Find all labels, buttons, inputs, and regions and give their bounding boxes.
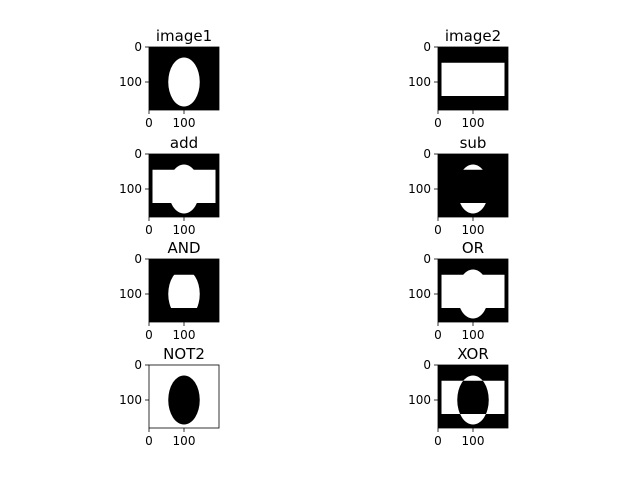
panel-add: add 0 0 100 100 (119, 134, 220, 237)
x-tick-label: 100 (173, 116, 196, 130)
y-tick-label: 0 (134, 358, 142, 372)
y-tick-label: 0 (134, 40, 142, 54)
y-tick-label: 100 (408, 75, 431, 89)
rect-shape (441, 62, 505, 96)
panel-title: image1 (156, 27, 212, 45)
x-tick-label: 100 (173, 223, 196, 237)
ellipse-shape (168, 57, 200, 107)
panel-title: sub (460, 134, 487, 152)
image-area (149, 154, 219, 217)
panel-title: XOR (457, 345, 489, 363)
image-area (149, 259, 219, 322)
ellipse-shape (457, 380, 489, 414)
panel-title: add (170, 134, 198, 152)
x-tick-label: 0 (434, 116, 442, 130)
x-tick-label: 0 (145, 116, 153, 130)
x-tick-label: 0 (145, 434, 153, 448)
y-tick-label: 100 (408, 287, 431, 301)
y-tick-label: 0 (423, 147, 431, 161)
panel-xor: XOR 0 0 100 100 (408, 345, 509, 448)
panel-image2: image2 0 0 100 100 (408, 27, 509, 130)
y-tick-label: 0 (423, 252, 431, 266)
ellipse-shape (168, 274, 200, 308)
image-area (438, 365, 508, 428)
x-tick-label: 0 (145, 223, 153, 237)
image-area (149, 365, 219, 428)
y-tick-label: 0 (134, 252, 142, 266)
panel-title: NOT2 (163, 345, 205, 363)
y-tick-label: 100 (408, 182, 431, 196)
image-area (438, 154, 508, 217)
y-tick-label: 0 (423, 40, 431, 54)
y-tick-label: 0 (134, 147, 142, 161)
rect-shape (441, 169, 505, 203)
panel-title: OR (462, 239, 484, 257)
panel-or: OR 0 0 100 100 (408, 239, 509, 342)
panel-image1: image1 0 0 100 100 (119, 27, 220, 130)
x-tick-label: 0 (434, 328, 442, 342)
x-tick-label: 0 (145, 328, 153, 342)
x-tick-label: 100 (173, 328, 196, 342)
image-area (438, 259, 508, 322)
ellipse-shape (168, 375, 200, 425)
image-area (149, 47, 219, 110)
x-tick-label: 100 (462, 116, 485, 130)
y-tick-label: 0 (423, 358, 431, 372)
y-tick-label: 100 (119, 182, 142, 196)
panel-title: AND (167, 239, 200, 257)
ellipse-shape (457, 269, 489, 319)
x-tick-label: 0 (434, 223, 442, 237)
image-area (438, 47, 508, 110)
y-tick-label: 100 (408, 393, 431, 407)
x-tick-label: 0 (434, 434, 442, 448)
x-tick-label: 100 (173, 434, 196, 448)
y-tick-label: 100 (119, 287, 142, 301)
x-tick-label: 100 (462, 434, 485, 448)
x-tick-label: 100 (462, 223, 485, 237)
panel-sub: sub 0 0 100 100 (408, 134, 509, 237)
panel-and: AND 0 0 100 100 (119, 239, 220, 342)
panel-title: image2 (445, 27, 501, 45)
y-tick-label: 100 (119, 75, 142, 89)
ellipse-shape (168, 164, 200, 214)
x-tick-label: 100 (462, 328, 485, 342)
y-tick-label: 100 (119, 393, 142, 407)
panel-not2: NOT2 0 0 100 100 (119, 345, 220, 448)
